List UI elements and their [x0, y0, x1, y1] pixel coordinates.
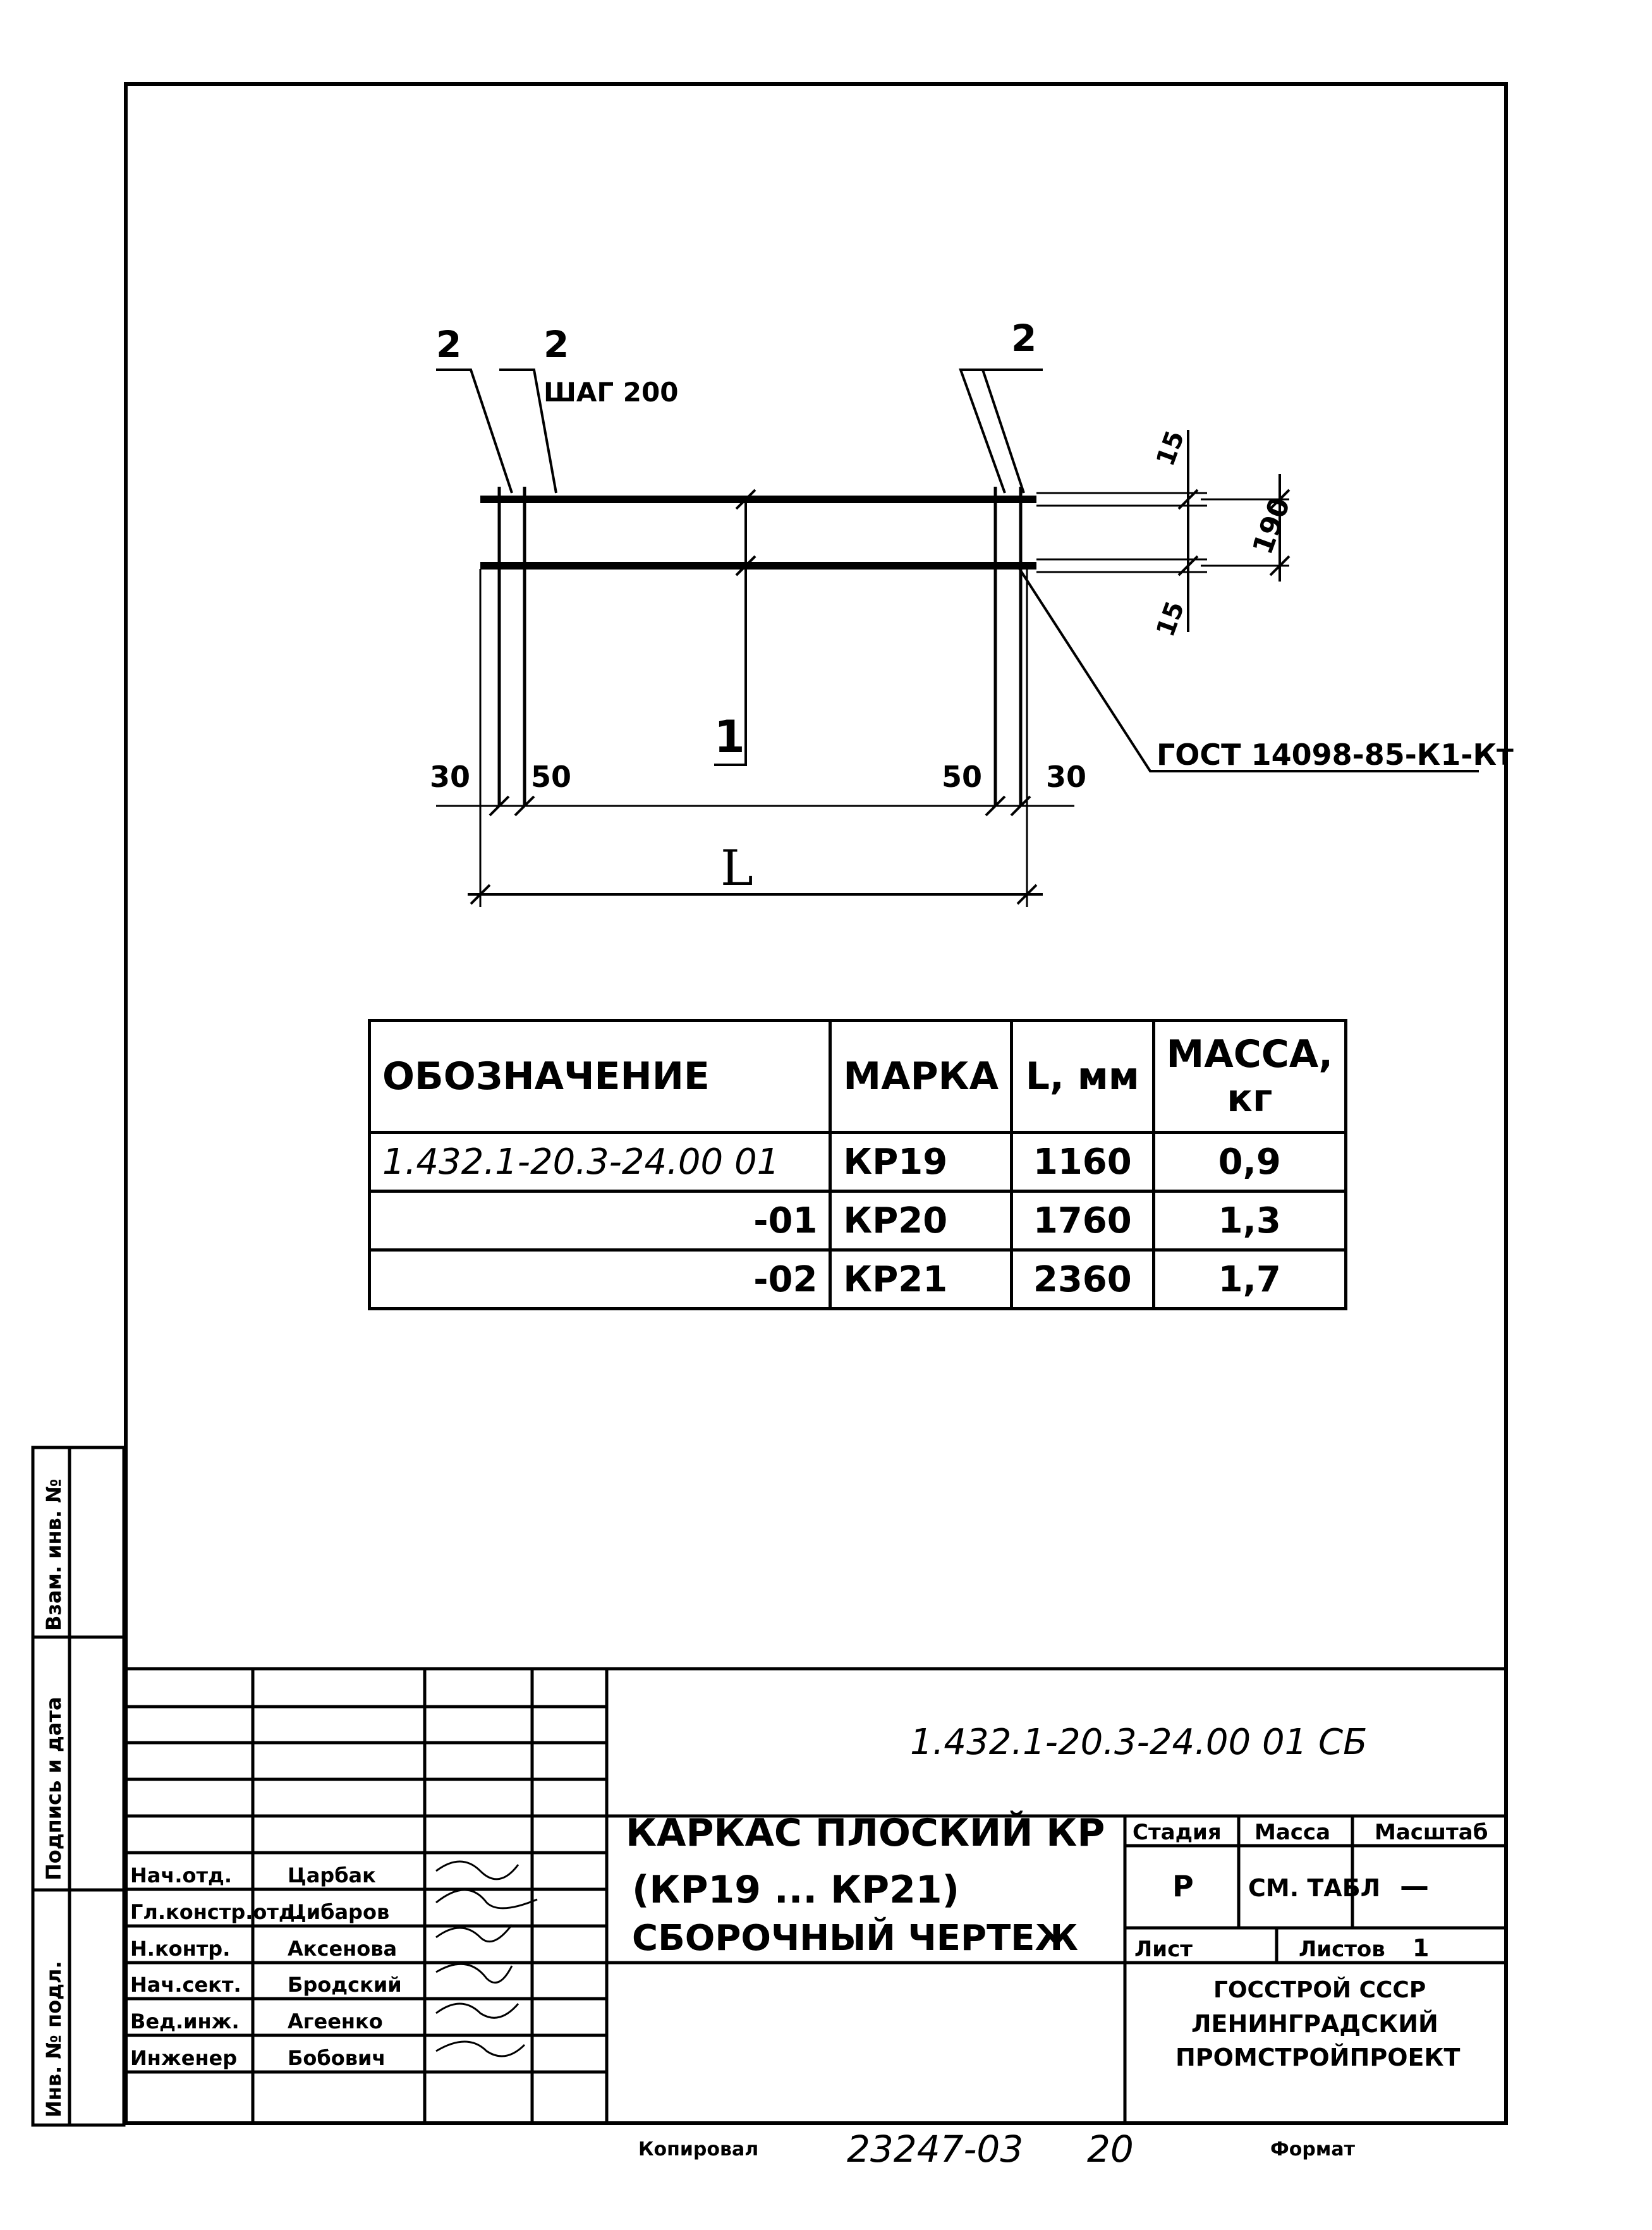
callout-2-right: 2 [1011, 317, 1036, 360]
callout-2-left-b: 2 [544, 323, 569, 366]
dim-L: L [720, 840, 753, 897]
header-length: L, мм [1010, 1019, 1155, 1134]
header-mass: МАССА, кг [1151, 1019, 1348, 1134]
scale-label: Масштаб [1375, 1820, 1488, 1845]
sign-name-4: Агеенко [288, 2009, 383, 2033]
leader-2-right [959, 369, 1043, 494]
doc-code: 1.432.1-20.3-24.00 01 СБ [910, 1722, 1368, 1763]
footer-number: 23247-03 [847, 2128, 1023, 2171]
sign-name-2: Аксенова [288, 1937, 397, 1961]
header-designation: ОБОЗНАЧЕНИЕ [367, 1019, 832, 1134]
table-header-row: ОБОЗНАЧЕНИЕ МАРКА L, мм МАССА, кг [367, 1019, 1348, 1134]
dim-30-left: 30 [430, 760, 470, 794]
mass-label: Масса [1254, 1820, 1330, 1845]
sheets-label: Листов [1299, 1937, 1385, 1962]
dim-15-bottom: 15 [1151, 597, 1190, 640]
side-strip-grid [31, 1446, 126, 2127]
sign-role-5: Инженер [130, 2046, 237, 2070]
mass-value: СМ. ТАБЛ [1248, 1874, 1380, 1902]
callout-2-left-a: 2 [436, 323, 461, 366]
row-designation: 1.432.1-20.3-24.00 01 [367, 1131, 832, 1193]
sign-role-1: Гл.констр.отд. [130, 1900, 303, 1924]
title-line2: (КР19 ... КР21) [632, 1868, 959, 1912]
gost-label: ГОСТ 14098-85-К1-Кт [1157, 738, 1514, 772]
row-length: 1760 [1010, 1190, 1155, 1252]
row-length: 1160 [1010, 1131, 1155, 1193]
dim-190: 190 [1246, 493, 1296, 559]
side-label-1: Взам. инв. № [42, 1478, 66, 1631]
row-mass: 0,9 [1151, 1131, 1348, 1193]
dim-50-left: 50 [531, 760, 571, 794]
org-line3: ПРОМСТРОЙПРОЕКТ [1175, 2044, 1461, 2071]
sign-name-0: Царбак [288, 1863, 376, 1887]
scale-value: — [1400, 1869, 1429, 1903]
leader-gost [1016, 564, 1479, 772]
dim-50-right: 50 [942, 760, 982, 794]
table-row: 1.432.1-20.3-24.00 01 КР19 1160 0,9 [367, 1131, 1348, 1193]
org-line2: ЛЕНИНГРАДСКИЙ [1191, 2010, 1438, 2038]
row-designation: -01 [367, 1190, 832, 1252]
side-label-3: Инв. № подл. [42, 1961, 66, 2117]
sign-role-2: Н.контр. [130, 1937, 230, 1961]
row-length: 2360 [1010, 1248, 1155, 1310]
org-line1: ГОССТРОЙ СССР [1213, 1977, 1426, 2003]
step-label: ШАГ 200 [544, 377, 678, 408]
row-mark: КР20 [829, 1190, 1014, 1252]
footer-format: Формат [1270, 2138, 1356, 2160]
footer-copied: Копировал [638, 2138, 758, 2160]
leader-1 [714, 499, 747, 766]
sign-role-0: Нач.отд. [130, 1863, 232, 1887]
footer-page: 20 [1087, 2128, 1134, 2171]
side-label-2: Подпись и дата [42, 1697, 66, 1880]
sheets-value: 1 [1412, 1934, 1429, 1962]
row-designation: -02 [367, 1248, 832, 1310]
row-mass: 1,3 [1151, 1190, 1348, 1252]
title-line3: СБОРОЧНЫЙ ЧЕРТЕЖ [632, 1917, 1078, 1959]
row-mass: 1,7 [1151, 1248, 1348, 1310]
dim-30-right: 30 [1046, 760, 1086, 794]
stage-label: Стадия [1133, 1820, 1222, 1845]
signatures [435, 1860, 538, 2057]
row-mark: КР19 [829, 1131, 1014, 1193]
sign-name-1: Цибаров [288, 1900, 389, 1924]
dim-15-top: 15 [1151, 427, 1190, 470]
table-row: -01 КР20 1760 1,3 [367, 1190, 1348, 1252]
leader-2-left-a [436, 369, 513, 494]
header-mark: МАРКА [829, 1019, 1014, 1134]
title-line1: КАРКАС ПЛОСКИЙ КР [626, 1810, 1105, 1855]
sign-role-3: Нач.сект. [130, 1973, 241, 1997]
stage-value: Р [1172, 1869, 1194, 1903]
sign-role-4: Вед.инж. [130, 2009, 240, 2033]
title-block-grid [124, 1667, 1508, 2125]
row-mark: КР21 [829, 1248, 1014, 1310]
callout-1: 1 [714, 711, 745, 763]
sign-name-5: Бобович [288, 2046, 386, 2070]
drawing-frame [124, 82, 1508, 2125]
sign-name-3: Бродский [288, 1973, 402, 1997]
sheet-label: Лист [1134, 1937, 1193, 1962]
table-row: -02 КР21 2360 1,7 [367, 1248, 1348, 1310]
specification-table: ОБОЗНАЧЕНИЕ МАРКА L, мм МАССА, кг 1.432.… [367, 1019, 1348, 1310]
